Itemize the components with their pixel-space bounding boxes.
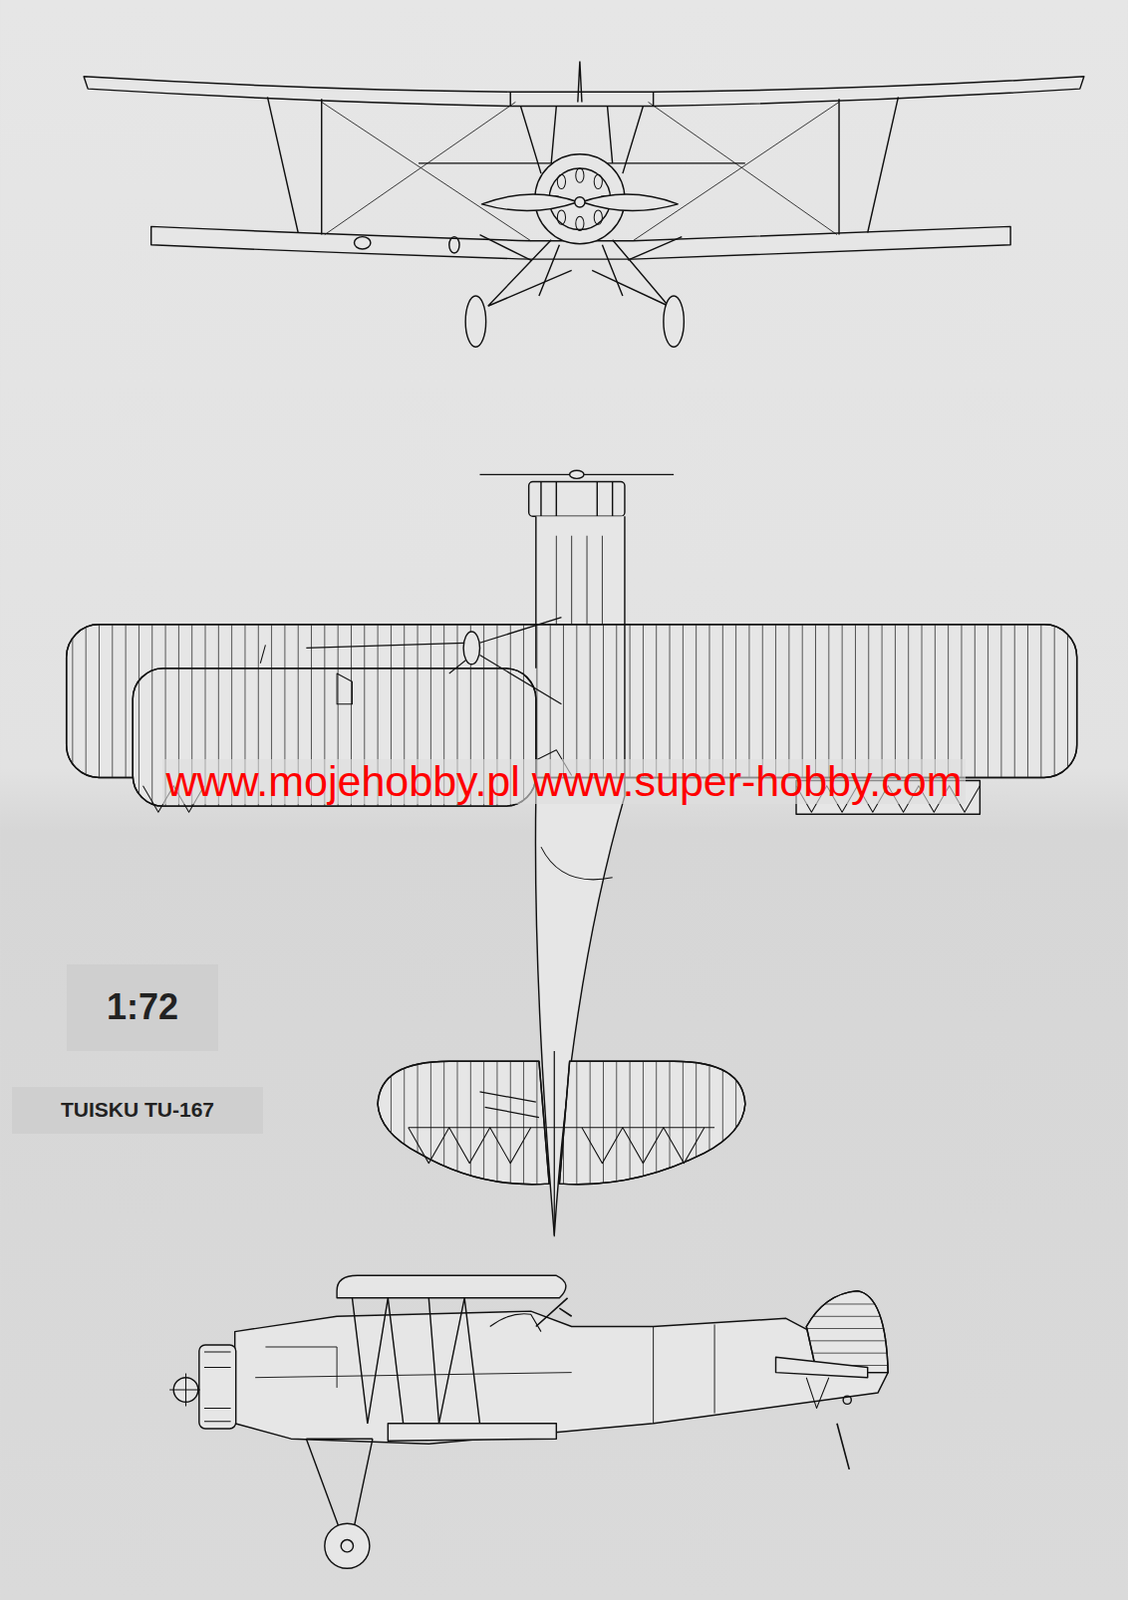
model-name: TUISKU TU-167: [60, 1098, 215, 1123]
label-box: TUISKU TU-167: [11, 1087, 264, 1134]
scale-text: 1:72: [106, 986, 179, 1029]
watermark: www.mojehobby.pl www.super-hobby.com: [162, 759, 965, 805]
label-box: 1:72: [66, 964, 219, 1052]
